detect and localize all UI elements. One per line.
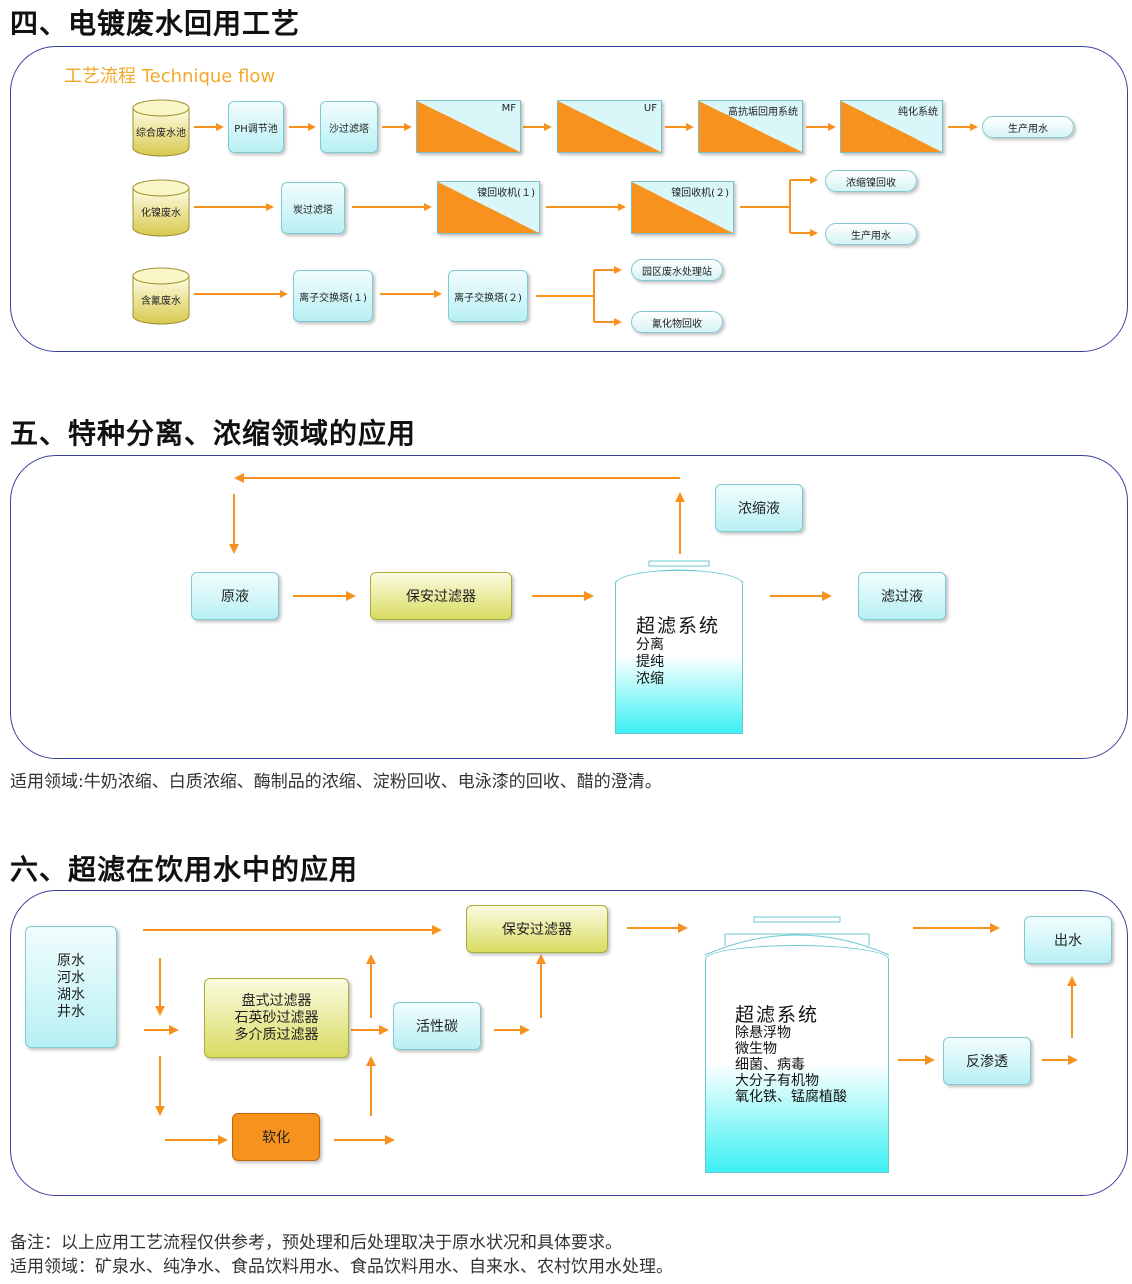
park-wastewater-station: 园区废水处理站	[631, 259, 723, 281]
ion-exchange-tower-2: 离子交换塔(２)	[448, 270, 528, 322]
uf-line-macromolecules: 大分子有机物	[735, 1073, 819, 1089]
cylinder-1	[132, 99, 190, 157]
tank-wastewater-pool: 综合废水池	[136, 127, 186, 139]
uf-system-title: 超滤系统	[636, 615, 721, 637]
source-river-water: 河水	[57, 970, 85, 986]
uf-label: UF	[643, 103, 657, 114]
uf-line-purification: 提纯	[636, 654, 664, 670]
uf-unit: UF	[557, 100, 662, 153]
multimedia-filter: 多介质过滤器	[234, 1026, 319, 1043]
source-raw-water: 原水	[57, 953, 85, 969]
production-water-1: 生产用水	[982, 116, 1074, 138]
security-filter: 保安过滤器	[370, 572, 512, 620]
nickel-recovery-1-label: 镍回收机(１)	[477, 188, 535, 199]
tank-nickel-wastewater: 化镍废水	[141, 207, 181, 219]
uf-line-concentration: 浓缩	[636, 671, 664, 687]
activated-carbon: 活性碳	[393, 1002, 481, 1050]
uf-line-separation: 分离	[636, 637, 664, 653]
softening: 软化	[232, 1113, 320, 1161]
carbon-filter-tower: 炭过滤塔	[281, 182, 345, 234]
cyanide-recovery: 氰化物回收	[631, 311, 723, 333]
raw-liquid: 原液	[191, 572, 279, 620]
mf-label: MF	[501, 103, 516, 114]
source-lake-water: 湖水	[57, 987, 85, 1003]
antiscale-label: 高抗垢回用系统	[728, 107, 798, 118]
filtrate: 滤过液	[858, 572, 946, 620]
section-5-title: 五、特种分离、浓缩领域的应用	[10, 417, 417, 450]
concentrated-nickel-recovery: 浓缩镍回收	[825, 170, 917, 192]
quartz-sand-filter: 石英砂过滤器	[234, 1009, 319, 1026]
uf-line-iron-manganese: 氧化铁、锰腐植酸	[735, 1089, 847, 1105]
ion-exchange-tower-1: 离子交换塔(１)	[293, 270, 373, 322]
disc-filter: 盘式过滤器	[241, 992, 312, 1009]
cylinder-3	[132, 267, 190, 325]
scope-note: 适用领域：矿泉水、纯净水、食品饮料用水、食品饮料用水、自来水、农村饮用水处理。	[10, 1257, 673, 1277]
nickel-recovery-1: 镍回收机(１)	[437, 181, 540, 234]
uf-system-title-2: 超滤系统	[735, 1004, 820, 1026]
section-5-note: 适用领域:牛奶浓缩、白质浓缩、酶制品的浓缩、淀粉回收、电泳漆的回收、醋的澄清。	[10, 772, 662, 792]
uf-line-microorganisms: 微生物	[735, 1041, 777, 1057]
nickel-recovery-2-label: 镍回收机(２)	[671, 188, 729, 199]
uf-system-tank-2: 超滤系统 除悬浮物 微生物 细菌、病毒 大分子有机物 氧化铁、锰腐植酸	[705, 945, 889, 1173]
remark-note: 备注：以上应用工艺流程仅供参考，预处理和后处理取决于原水状况和具体要求。	[10, 1233, 622, 1253]
output-water: 出水	[1024, 916, 1112, 964]
purification-label: 纯化系统	[898, 107, 938, 118]
mf-unit: MF	[416, 100, 521, 153]
uf-tank-top-2	[704, 916, 890, 956]
section-6-title: 六、超滤在饮用水中的应用	[10, 853, 359, 886]
security-filter-2: 保安过滤器	[466, 905, 608, 953]
pre-filters: 盘式过滤器 石英砂过滤器 多介质过滤器	[204, 978, 349, 1058]
sand-filter-tower: 沙过滤塔	[320, 101, 378, 153]
uf-system-tank: 超滤系统 分离 提纯 浓缩	[615, 570, 743, 734]
reverse-osmosis: 反渗透	[943, 1037, 1031, 1085]
purification-unit: 纯化系统	[840, 100, 943, 153]
concentrate: 浓缩液	[715, 484, 803, 532]
uf-line-bacteria-viruses: 细菌、病毒	[735, 1057, 805, 1073]
ph-adjust-tank: PH调节池	[228, 101, 284, 153]
section-4-panel	[10, 46, 1128, 352]
cylinder-2	[132, 179, 190, 237]
nickel-recovery-2: 镍回收机(２)	[631, 181, 734, 234]
uf-line-suspended-solids: 除悬浮物	[735, 1025, 791, 1041]
antiscale-reuse-unit: 高抗垢回用系统	[698, 100, 803, 153]
tank-cyanide-wastewater: 含氰废水	[141, 295, 181, 307]
tank-cylinders	[132, 99, 190, 325]
production-water-2: 生产用水	[825, 223, 917, 245]
flow-label: 工艺流程 Technique flow	[64, 66, 276, 87]
section-4-title: 四、电镀废水回用工艺	[10, 7, 301, 40]
source-well-water: 井水	[57, 1004, 85, 1020]
water-sources: 原水 河水 湖水 井水	[25, 926, 117, 1048]
